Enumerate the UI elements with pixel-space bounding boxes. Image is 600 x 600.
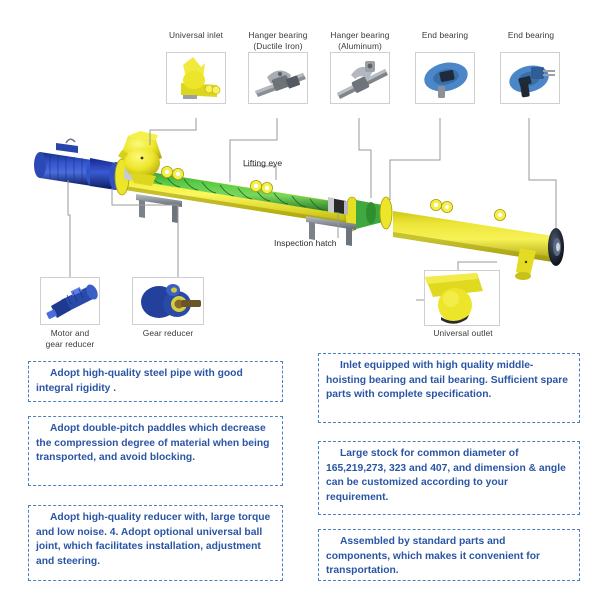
component-label-1: Hanger bearing (Ductile Iron) — [237, 30, 319, 51]
component-label-0: Universal inlet — [156, 30, 236, 41]
end-bearing-thumb — [424, 62, 468, 98]
component-label-1-line2: (Ductile Iron) — [253, 40, 303, 51]
component-thumb-hanger-bearing-ductile-iron[interactable] — [248, 52, 308, 104]
outlet-label: Universal outlet — [420, 328, 506, 339]
support-bracket-left — [136, 194, 182, 223]
hanger-bearing-ductile-iron-thumb — [255, 70, 306, 97]
component-label-3: End bearing — [406, 30, 484, 41]
leader-lines — [67, 118, 557, 301]
feature-box-right-1: Inlet equipped with high quality middle-… — [318, 353, 580, 423]
feature-box-right-3: Assembled by standard parts and componen… — [318, 529, 580, 581]
gear-reducer-thumb — [141, 284, 201, 318]
drive-label-1-line1: Gear reducer — [142, 328, 194, 338]
component-label-3-line1: End bearing — [421, 30, 469, 40]
component-label-4: End bearing — [492, 30, 570, 41]
feature-box-left-2: Adopt double-pitch paddles which decreas… — [28, 416, 283, 486]
universal-inlet-hopper — [118, 131, 162, 186]
feature-box-right-2: Large stock for common diameter of 165,2… — [318, 441, 580, 515]
component-label-2-line2: (Aluminum) — [338, 40, 382, 51]
component-thumb-end-bearing-shaft[interactable] — [500, 52, 560, 104]
outlet-label-line1: Universal outlet — [433, 328, 493, 338]
mid-hanger-bearing — [344, 196, 393, 232]
feature-box-left-3: Adopt high-quality reducer with, large t… — [28, 505, 283, 581]
drive-label-0-line2: gear reducer — [45, 338, 95, 349]
feature-box-left-1: Adopt high-quality steel pipe with good … — [28, 361, 283, 402]
component-label-0-line1: Universal inlet — [168, 30, 224, 40]
lifting-eye-set — [160, 165, 506, 221]
component-thumb-gear-reducer[interactable] — [132, 277, 204, 325]
component-label-2-line1: Hanger bearing — [330, 30, 390, 40]
support-bracket-mid — [306, 216, 356, 246]
drawing-label-inspection-hatch: Inspection hatch — [274, 238, 337, 248]
conveyor-tube-section-1 — [112, 166, 347, 225]
hanger-bearing-aluminum-thumb — [337, 61, 388, 99]
universal-inlet-thumb — [181, 57, 221, 99]
drive-label-0-line1: Motor and — [50, 328, 90, 338]
component-thumb-universal-inlet[interactable] — [166, 52, 226, 104]
drive-label-0: Motor and gear reducer — [30, 328, 110, 349]
component-thumb-end-bearing[interactable] — [415, 52, 475, 104]
inspection-hatch-feature — [328, 197, 348, 215]
component-label-2: Hanger bearing (Aluminum) — [319, 30, 401, 51]
end-bearing-shaft-thumb — [509, 65, 555, 98]
component-label-4-line1: End bearing — [507, 30, 555, 40]
component-thumb-universal-outlet[interactable] — [424, 270, 500, 326]
component-thumb-hanger-bearing-aluminum[interactable] — [330, 52, 390, 104]
drive-label-1: Gear reducer — [128, 328, 208, 339]
universal-outlet-thumb — [425, 273, 483, 324]
motor-gear-reducer-thumb — [46, 284, 98, 320]
conveyor-tube-section-2 — [393, 211, 553, 262]
component-label-1-line1: Hanger bearing — [248, 30, 308, 40]
right-end-assembly — [515, 228, 564, 280]
component-thumb-motor-gear-reducer[interactable] — [40, 277, 100, 325]
drawing-label-lifting-eye: Lifting eye — [243, 158, 283, 168]
